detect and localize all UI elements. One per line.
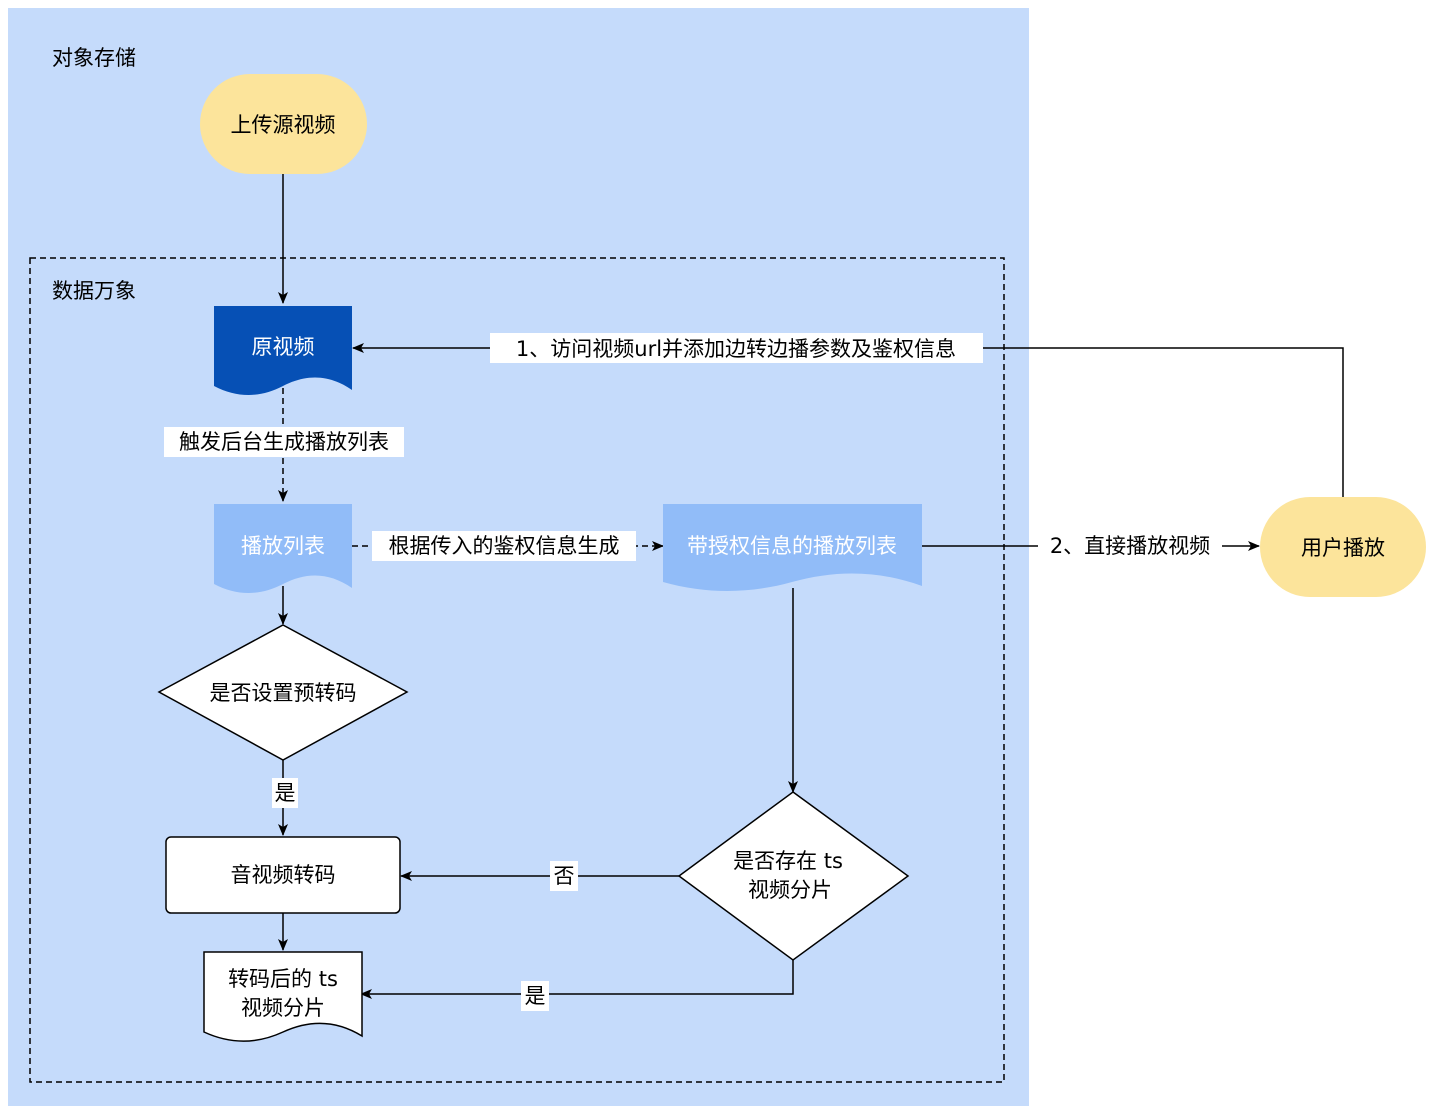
edge-label-bg (372, 531, 636, 561)
edge-yes-ts (360, 960, 794, 999)
node-preset-transcode-question (157, 624, 409, 761)
edge-label-yes-transcode: 是 (275, 781, 296, 805)
node-upload-source (200, 74, 367, 174)
data-ci-label: 数据万象 (52, 279, 136, 303)
node-preset-transcode-question-label: 是否设置预转码 (210, 681, 357, 705)
edge-label-access-url: 1、访问视频url并添加边转边播参数及鉴权信息 (516, 337, 956, 361)
object-storage-label: 对象存储 (52, 46, 136, 70)
node-av-transcode (165, 836, 401, 914)
node-av-transcode-label: 音视频转码 (231, 863, 336, 887)
edge-label-direct-play: 2、直接播放视频 (1050, 534, 1210, 558)
node-playlist-label: 播放列表 (241, 534, 325, 558)
node-auth-playlist-label: 带授权信息的播放列表 (687, 534, 897, 558)
edge-label-trigger-playlist: 触发后台生成播放列表 (179, 430, 389, 454)
node-playlist (214, 504, 352, 593)
edge-label-bg (550, 861, 578, 891)
node-upload-source-label: 上传源视频 (231, 113, 336, 137)
edge-label-bg (272, 778, 298, 808)
node-ts-exists-question (677, 791, 910, 961)
edge-label-no-ts: 否 (554, 864, 575, 888)
node-transcoded-ts-label-2: 视频分片 (241, 996, 325, 1020)
node-transcoded-ts-label-1: 转码后的 ts (228, 967, 338, 991)
node-original-video (214, 306, 352, 395)
node-user-play (1260, 497, 1426, 597)
edge-label-bg (164, 427, 404, 457)
node-auth-playlist (663, 504, 922, 591)
edge-label-bg (521, 981, 549, 1011)
node-user-play-label: 用户播放 (1301, 536, 1385, 560)
node-ts-exists-question-label-2: 视频分片 (748, 878, 832, 902)
edge-label-bg (490, 333, 983, 363)
edge-label-bg (1038, 531, 1222, 561)
edge-label-generate-by-auth: 根据传入的鉴权信息生成 (389, 534, 620, 558)
edge-label-yes-ts: 是 (525, 984, 546, 1008)
node-original-video-label: 原视频 (252, 335, 315, 359)
node-transcoded-ts (203, 951, 363, 1042)
node-ts-exists-question-label-1: 是否存在 ts (733, 849, 843, 873)
data-ci-container (29, 257, 1005, 1083)
